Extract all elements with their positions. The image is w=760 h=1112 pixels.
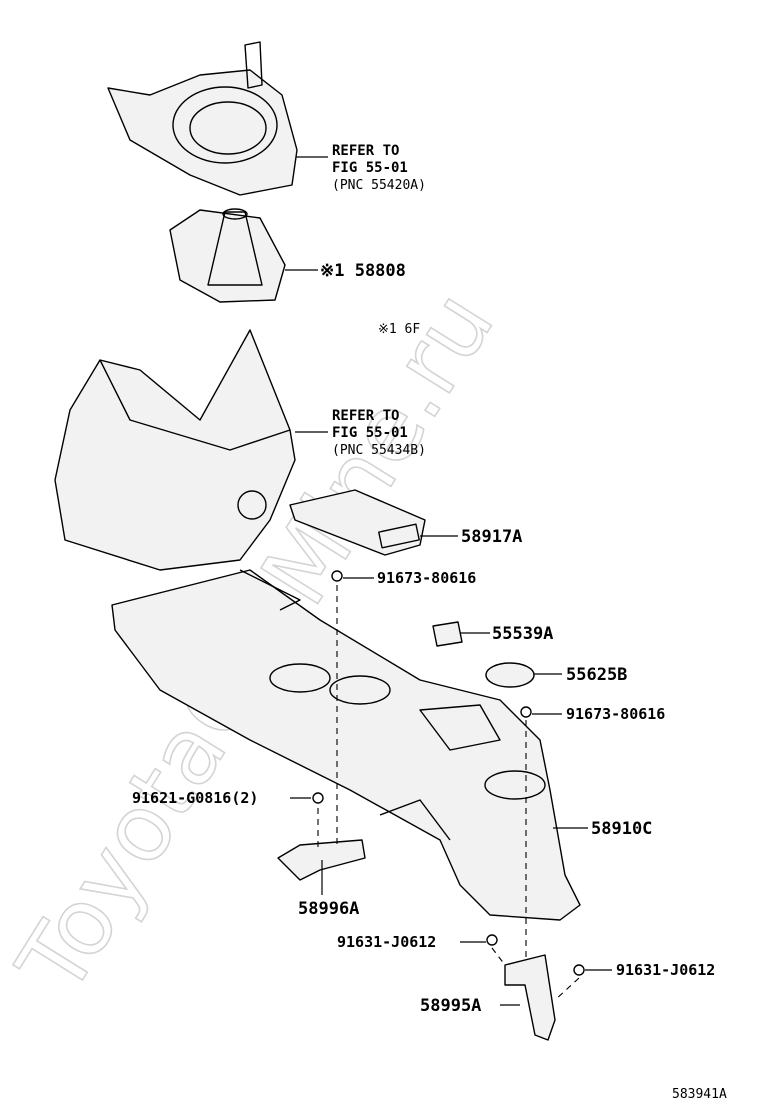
- label-58917a: 58917A: [461, 527, 522, 547]
- label-refer-b-1: REFER TO: [332, 408, 399, 424]
- label-refer-a-3: (PNC 55420A): [332, 178, 426, 193]
- alignment-lines: [317, 585, 580, 1001]
- label-91631-right: 91631-J0612: [616, 961, 715, 979]
- clip-55539a-part: [432, 621, 463, 647]
- label-91673-mid: 91673-80616: [566, 705, 665, 723]
- label-refer-a-1: REFER TO: [332, 143, 399, 159]
- bracket-58995a-part: [504, 954, 556, 1041]
- bolt-icon: [520, 706, 532, 718]
- label-91673-top: 91673-80616: [377, 569, 476, 587]
- bolt-icon: [573, 964, 585, 976]
- bolt-icons: [312, 570, 585, 976]
- bolt-icon: [312, 792, 324, 804]
- diagram-id: 583941A: [672, 1087, 727, 1102]
- label-58996a: 58996A: [298, 899, 359, 919]
- note-label: ※1 6F: [378, 322, 420, 337]
- label-refer-a-2: FIG 55-01: [332, 160, 408, 176]
- label-refer-b-3: (PNC 55434B): [332, 443, 426, 458]
- label-58910c: 58910C: [591, 819, 652, 839]
- leader-lines: [285, 156, 612, 1006]
- label-refer-b-2: FIG 55-01: [332, 425, 408, 441]
- label-55625b: 55625B: [566, 665, 627, 685]
- label-91631-left: 91631-J0612: [337, 933, 436, 951]
- cover-58917a-part: [289, 489, 426, 556]
- label-91621: 91621-G0816(2): [132, 789, 258, 807]
- label-58808: ※1 58808: [320, 261, 406, 281]
- console-upper-panel-part: [54, 329, 296, 571]
- bolt-icon: [486, 934, 498, 946]
- shift-boot-part: [169, 208, 286, 303]
- label-58995a: 58995A: [420, 996, 481, 1016]
- label-55539a: 55539A: [492, 624, 553, 644]
- bolt-icon: [331, 570, 343, 582]
- console-box-58910c-part: [111, 569, 581, 921]
- cap-55625b-part: [485, 662, 535, 688]
- shift-bezel-part: [107, 41, 298, 196]
